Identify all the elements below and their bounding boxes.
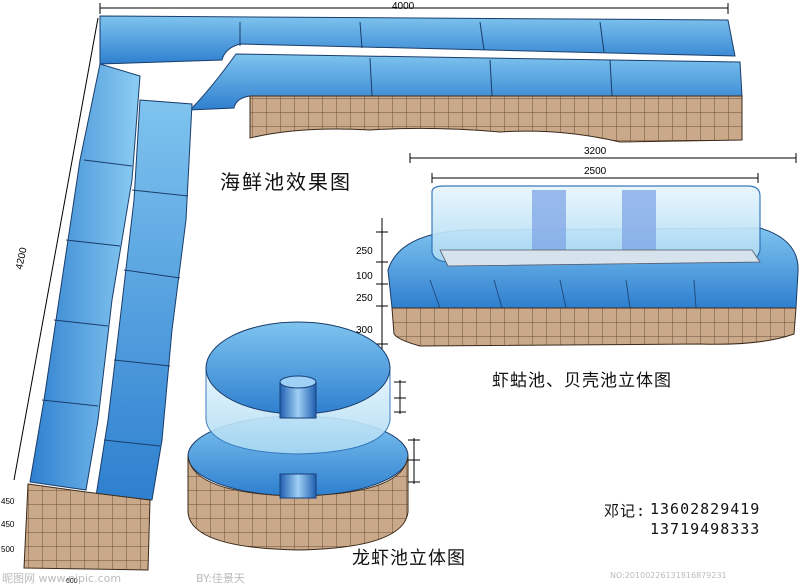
dim-base-2: 450 (1, 520, 15, 529)
dim-tier-4: 300 (356, 325, 373, 336)
dim-tier-1: 250 (356, 246, 373, 257)
main-title: 海鲜池效果图 (220, 170, 352, 194)
dim-side-length: 4200 (14, 246, 29, 270)
l-shaped-tank (13, 3, 743, 571)
dim-tier-3: 250 (356, 293, 373, 304)
watermark-right: NO:20100226131816879231 (610, 571, 727, 580)
watermark-middle: BY:佳景天 (196, 572, 245, 585)
dim-tier-2: 100 (356, 271, 373, 282)
lobster-tank-title: 龙虾池立体图 (352, 548, 466, 569)
contact-phone-2: 13719498333 (650, 520, 761, 538)
dim-shrimp-inner: 2500 (584, 166, 607, 177)
contact-phone-1: 13602829419 (650, 500, 761, 518)
dim-top-width: 4000 (392, 1, 415, 12)
lobster-tank (187, 321, 420, 551)
watermark-left: 昵图网 www.nipic.com (2, 572, 122, 585)
dim-shrimp-overall: 3200 (584, 146, 607, 157)
dim-base-3: 500 (1, 545, 15, 554)
dim-base-bottom: 600 (66, 578, 78, 585)
shrimp-shellfish-tank (376, 153, 799, 350)
shrimp-tank-title: 虾蛄池、贝壳池立体图 (492, 371, 672, 391)
dim-base-1: 450 (1, 497, 15, 506)
contact-name-label: 邓记: (604, 502, 647, 520)
